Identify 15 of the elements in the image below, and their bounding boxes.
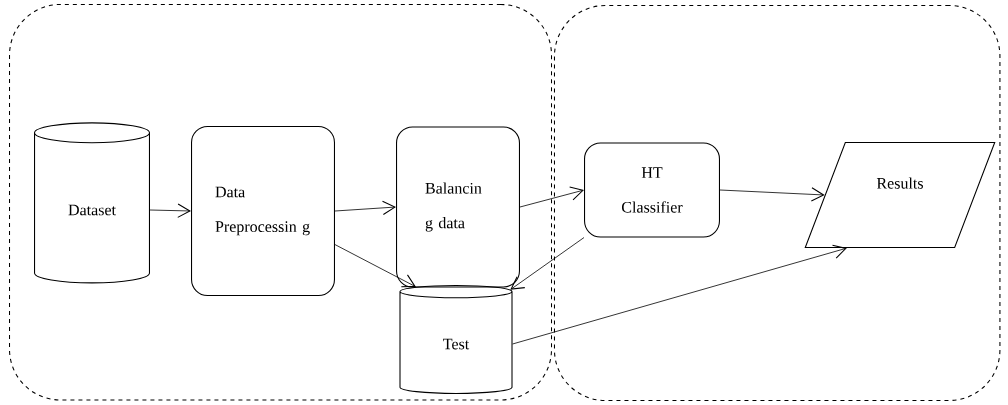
dashed-group bbox=[8, 3, 553, 401]
process-box: Balancin g data bbox=[396, 126, 520, 288]
arrow bbox=[510, 237, 585, 290]
database-cylinder: Dataset bbox=[34, 122, 150, 284]
process-box: Data Preprocessin g bbox=[191, 125, 335, 297]
arrow bbox=[149, 203, 191, 218]
arrow bbox=[334, 200, 396, 216]
arrow bbox=[512, 244, 847, 345]
arrow bbox=[719, 187, 825, 202]
arrow bbox=[519, 186, 584, 208]
process-box: HT Classifier bbox=[584, 142, 720, 238]
database-cylinder: Test bbox=[399, 284, 513, 394]
arrow bbox=[334, 244, 416, 288]
output-parallelogram: Results bbox=[804, 141, 996, 249]
dashed-group bbox=[553, 5, 1001, 401]
